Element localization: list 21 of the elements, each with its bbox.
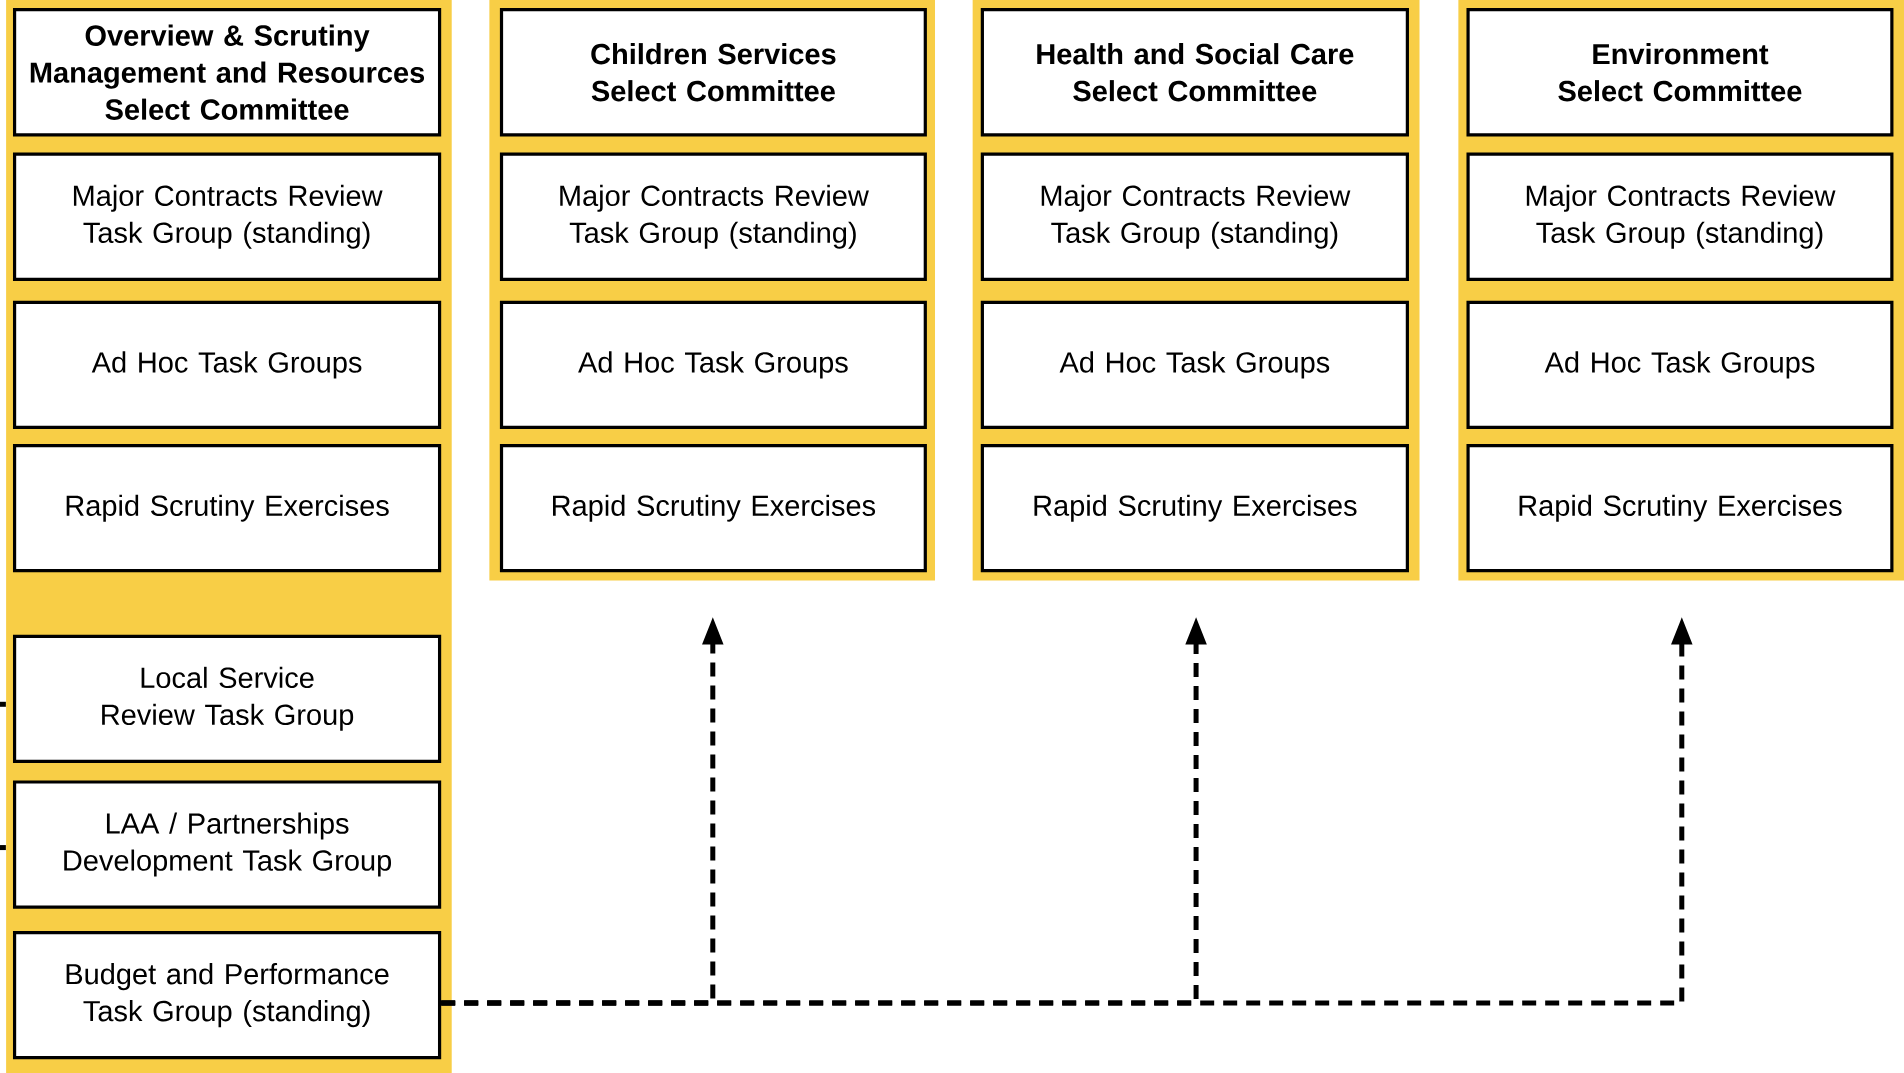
connector-stub xyxy=(0,701,6,707)
committee-box: Children Services Select Committee xyxy=(499,8,927,137)
task-group-box: Ad Hoc Task Groups xyxy=(13,300,442,430)
committee-box: Environment Select Committee xyxy=(1466,8,1894,137)
task-group-box: Rapid Scrutiny Exercises xyxy=(499,444,927,573)
connector-stub xyxy=(0,845,6,851)
task-group-box: Major Contracts Review Task Group (standing) xyxy=(499,152,927,281)
committee-box: Overview & Scrutiny Management and Resources Select Committee xyxy=(13,8,442,137)
task-group-box: Major Contracts Review Task Group (standing) xyxy=(1466,152,1894,281)
task-group-box: Rapid Scrutiny Exercises xyxy=(1466,444,1894,573)
committee-box: Health and Social Care Select Committee xyxy=(980,8,1409,137)
task-group-box: Budget and Performance Task Group (standing) xyxy=(13,930,442,1060)
task-group-box: Local Service Review Task Group xyxy=(13,634,442,763)
task-group-box: Ad Hoc Task Groups xyxy=(499,300,927,430)
task-group-box: LAA / Partnerships Development Task Group xyxy=(13,780,442,909)
task-group-box: Major Contracts Review Task Group (standing) xyxy=(980,152,1409,281)
task-group-box: Rapid Scrutiny Exercises xyxy=(980,444,1409,573)
task-group-box: Ad Hoc Task Groups xyxy=(1466,300,1894,430)
task-group-box: Rapid Scrutiny Exercises xyxy=(13,444,442,573)
task-group-box: Major Contracts Review Task Group (standing) xyxy=(13,152,442,281)
task-group-box: Ad Hoc Task Groups xyxy=(980,300,1409,430)
